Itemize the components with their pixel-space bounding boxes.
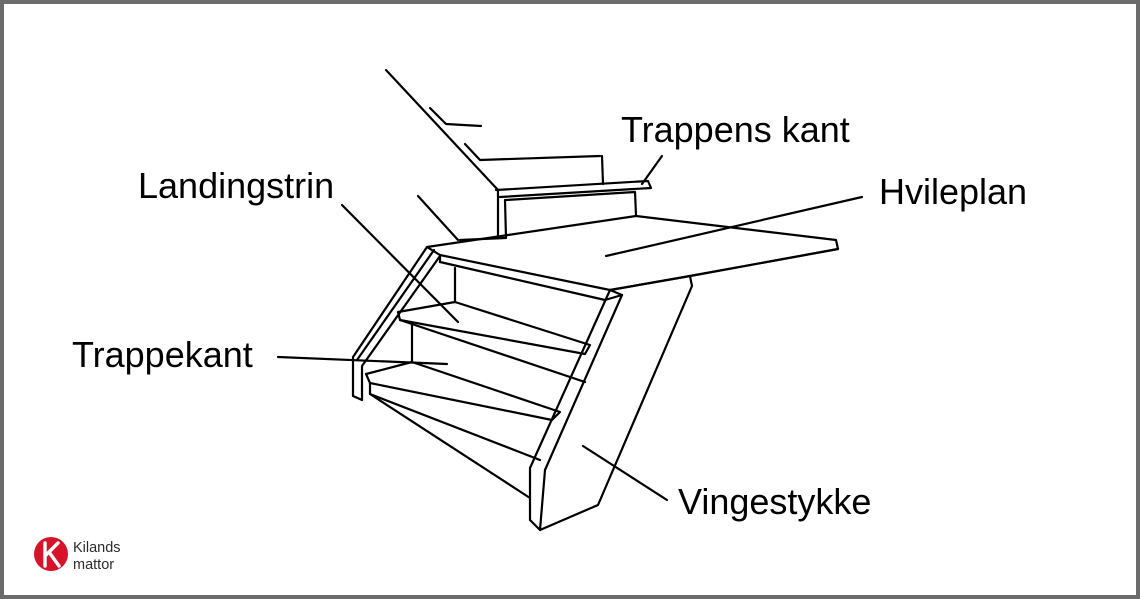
upper-riser xyxy=(504,190,638,217)
landing-platform xyxy=(425,214,840,302)
leader-hvileplan xyxy=(604,195,864,258)
left-stringer-inner xyxy=(355,248,436,362)
label-hvileplan: Hvileplan xyxy=(879,171,1027,212)
leader-lines xyxy=(276,154,864,502)
logo-line-1: Kilands xyxy=(73,540,121,556)
step-1-nosing-front xyxy=(398,318,587,384)
upper-tread-tick-2 xyxy=(463,142,602,162)
upper-nosing xyxy=(494,179,653,199)
leader-trappekant xyxy=(276,355,449,366)
upper-riser-left-edge xyxy=(503,198,508,240)
step-2-bottom xyxy=(368,392,532,500)
step-2-tread xyxy=(364,360,562,422)
kilands-logo: Kilands mattor xyxy=(34,537,121,573)
leader-landingstrin xyxy=(340,203,460,324)
lower-stairs xyxy=(351,245,694,532)
upper-riser-tick xyxy=(600,154,605,186)
kilands-logo-k-icon xyxy=(43,541,61,568)
step-1-tread xyxy=(396,300,592,356)
leader-vingestykke xyxy=(581,444,669,502)
left-stringer xyxy=(351,245,442,402)
label-trappens-kant: Trappens kant xyxy=(621,109,850,150)
label-vingestykke: Vingestykke xyxy=(678,481,871,522)
label-trappekant: Trappekant xyxy=(72,334,253,375)
upper-stringer-line xyxy=(384,68,500,240)
staircase-diagram: Trappens kant Landingstrin Hvileplan Tra… xyxy=(34,68,1027,573)
landing-side-edge xyxy=(688,247,840,278)
landing-nosing-underside xyxy=(438,260,624,302)
upper-tread-tick-1 xyxy=(428,106,483,128)
wing-piece-front-edge xyxy=(538,293,624,532)
upper-flight xyxy=(384,68,653,242)
wall-diagonal xyxy=(416,194,460,242)
label-landingstrin: Landingstrin xyxy=(138,165,334,206)
wing-piece-top-edge xyxy=(608,288,624,297)
leader-trappens-kant xyxy=(640,154,664,186)
logo-line-2: mattor xyxy=(73,557,114,573)
landing-surface xyxy=(425,214,840,292)
wing-piece xyxy=(528,274,694,532)
